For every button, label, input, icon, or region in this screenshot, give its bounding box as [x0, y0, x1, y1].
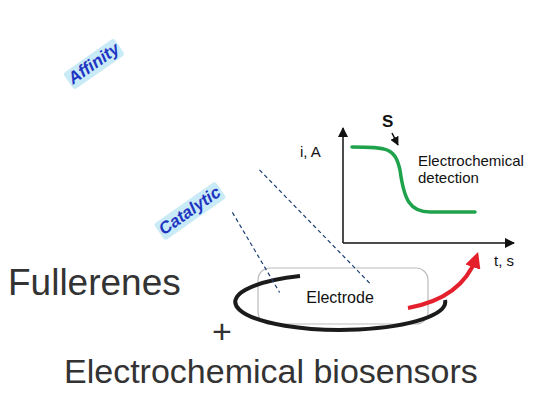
enzyme	[218, 141, 251, 180]
graph-note: Electrochemical detection	[418, 152, 543, 187]
property-label: Catalytic	[154, 181, 227, 240]
electrode-ellipse: Electrode	[275, 281, 405, 315]
axis-label: t, s	[494, 252, 514, 269]
sensor-ring	[235, 276, 445, 330]
signal-marker: S	[382, 112, 393, 132]
title-word: Electrochemical biosensors	[64, 352, 478, 391]
x-axis	[343, 242, 514, 244]
electrode-label: Electrode	[306, 289, 374, 307]
y-axis	[342, 128, 344, 243]
title-word: Fullerenes	[8, 262, 181, 305]
property-label: Affinity	[63, 38, 125, 90]
flow-arrow	[408, 258, 476, 308]
leader-connector	[232, 212, 279, 292]
axis-label: i, A	[300, 143, 321, 160]
plus-sign: +	[212, 312, 232, 351]
sample-arrow	[392, 133, 398, 145]
dna-strand	[44, 92, 92, 126]
antibody	[136, 20, 164, 62]
leader-connector	[259, 170, 370, 284]
concept-circle: AffinityCatalytic	[32, 12, 268, 248]
node-outline	[32, 12, 268, 248]
